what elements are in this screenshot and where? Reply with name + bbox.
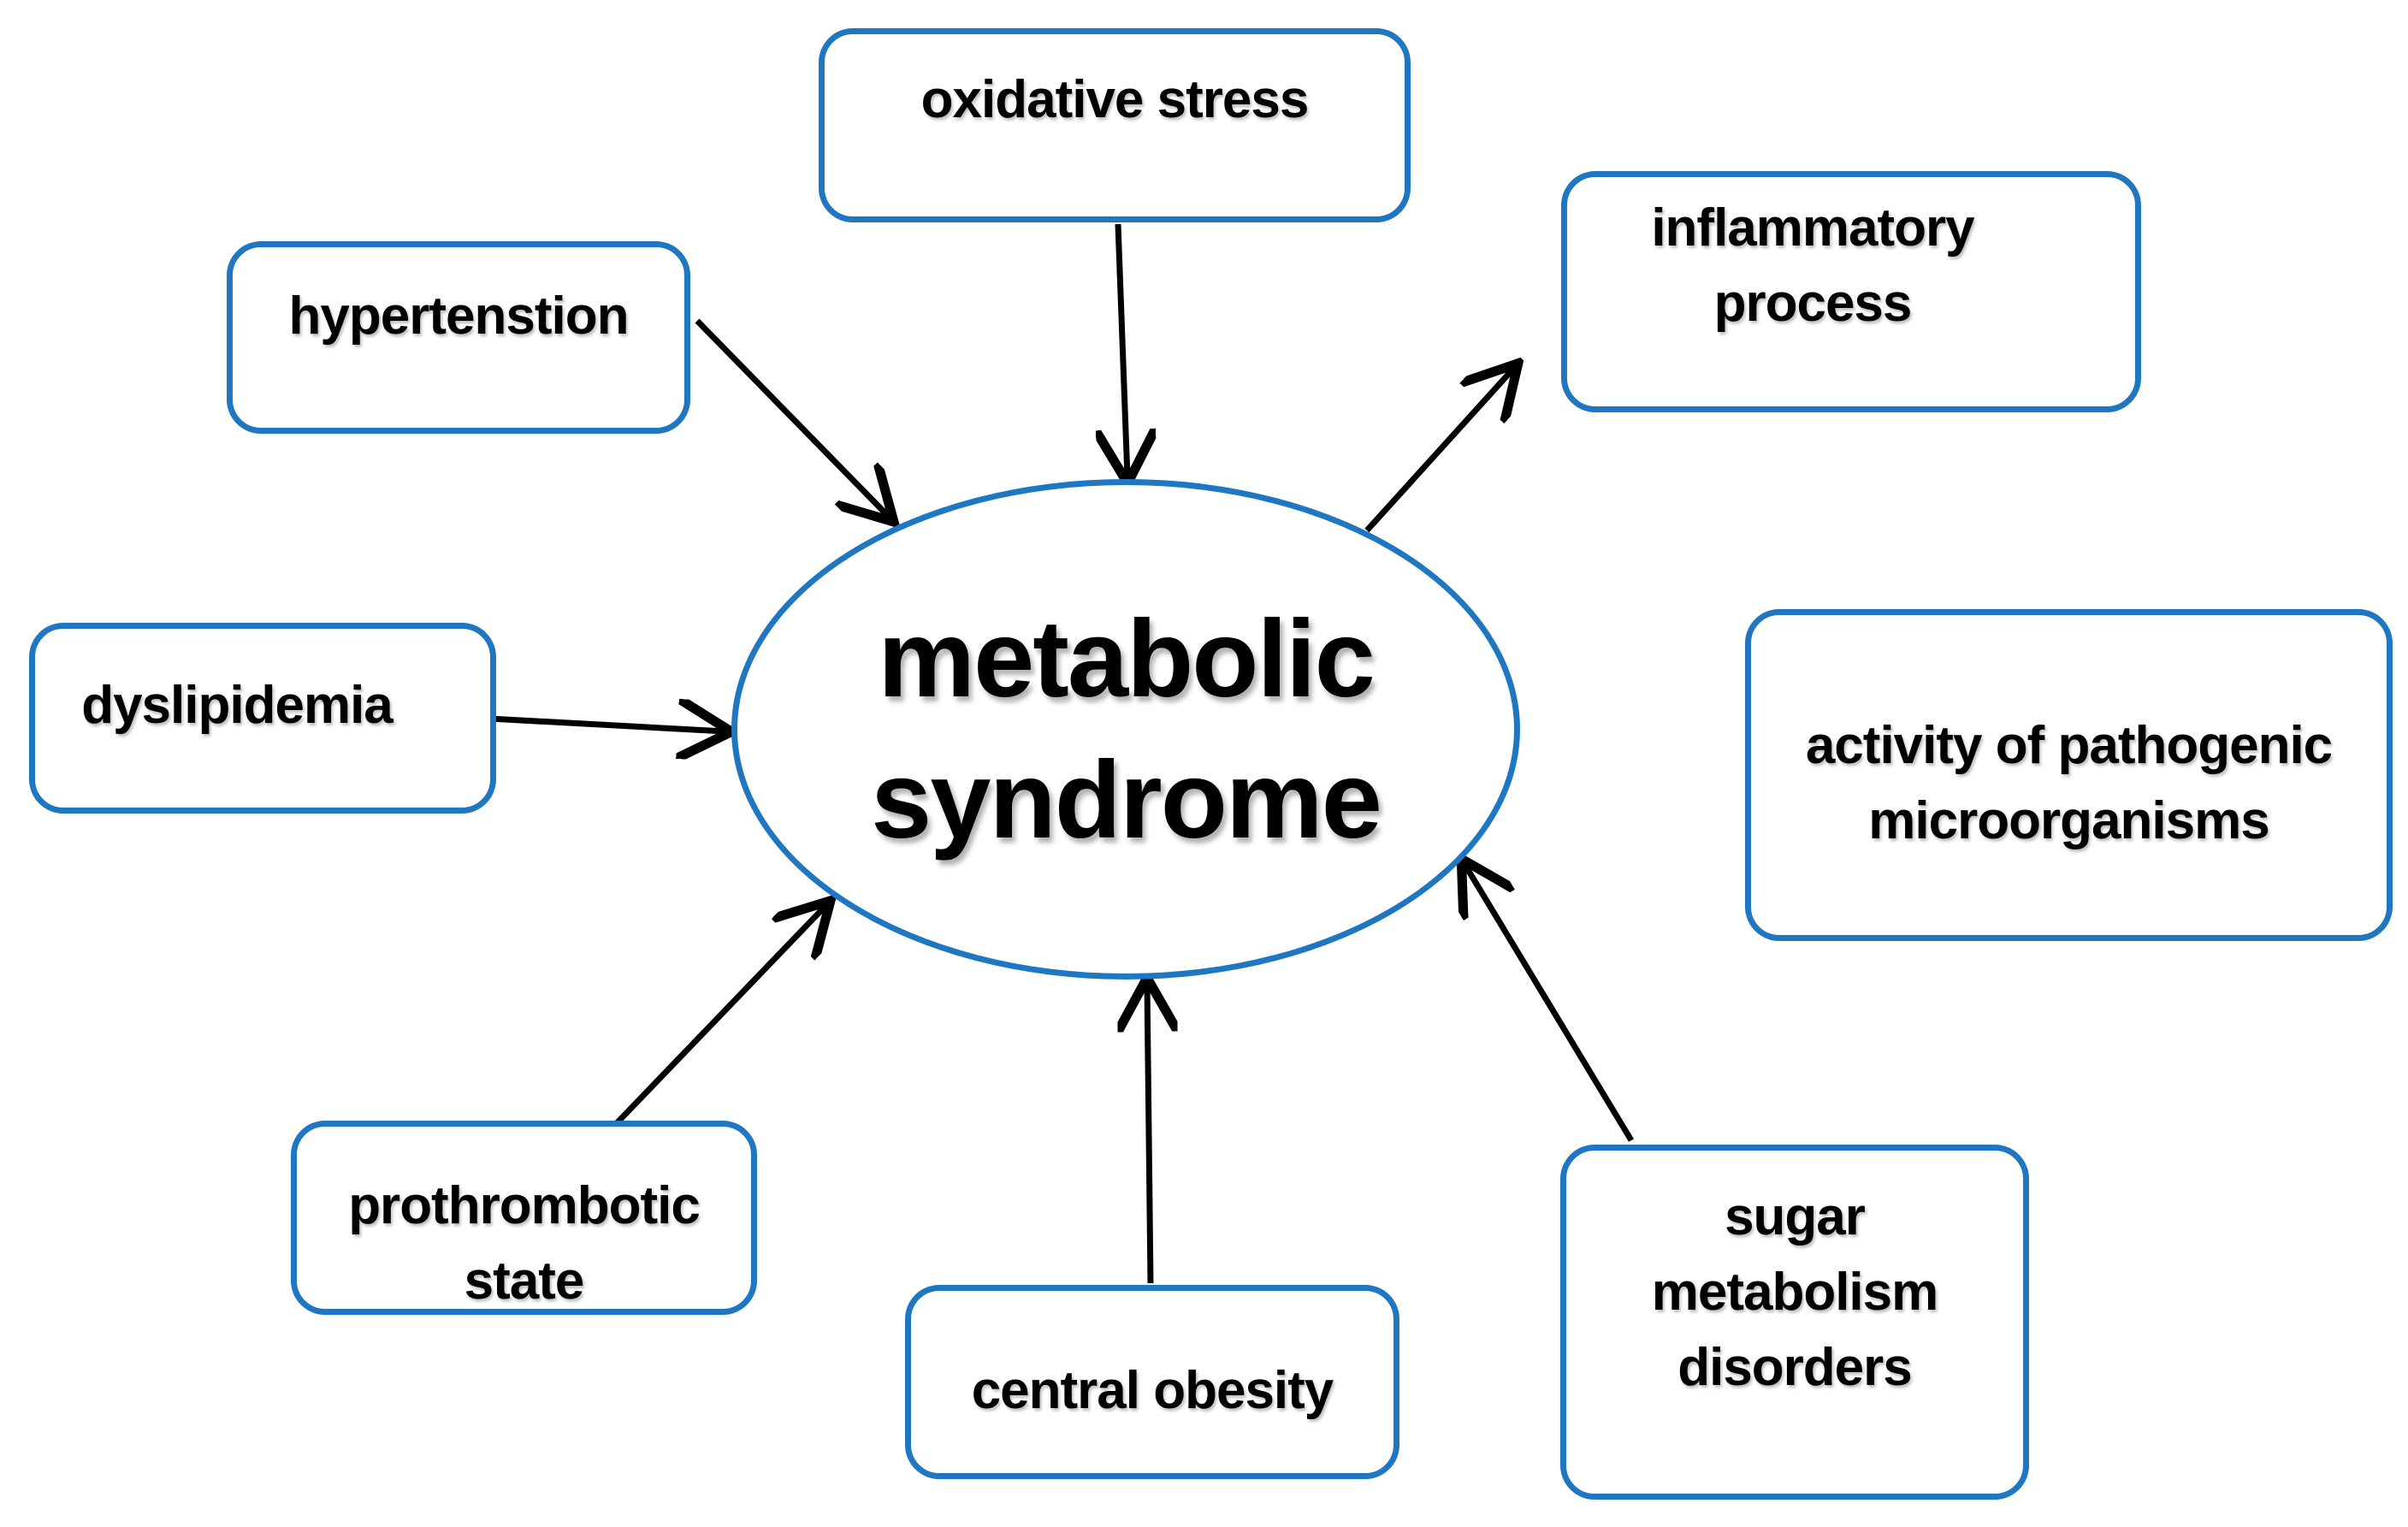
inflammatory-process-label-line-1: inflammatory: [1651, 198, 1974, 257]
oxidative-stress-label: oxidative stress: [920, 69, 1310, 129]
oxidative-stress-node: oxidative stress: [819, 28, 1411, 222]
sugar-metabolism-label-line-3: disorders: [1677, 1337, 1913, 1397]
pathogenic-microorganisms-label-line-1: activity of pathogenic: [1805, 716, 2333, 775]
hypertension-node: hypertenstion: [227, 241, 690, 434]
central-obesity-node: central obesity: [905, 1285, 1399, 1479]
pathogenic-microorganisms-label-line-2: microorganisms: [1868, 791, 2269, 850]
hypertension-label: hypertenstion: [288, 286, 630, 346]
dyslipidemia-label: dyslipidemia: [81, 675, 393, 735]
inflammatory-process-label-line-2: process: [1713, 274, 1913, 333]
prothrombotic-state-label-line-1: prothrombotic: [348, 1175, 701, 1235]
arrow-center-to-inflammatory-process: [1364, 368, 1514, 533]
central-obesity-label: central obesity: [971, 1360, 1334, 1420]
arrow-oxidative-stress-to-center: [1118, 223, 1127, 477]
prothrombotic-state-node: prothrombotic state: [291, 1121, 757, 1315]
prothrombotic-state-label-line-2: state: [464, 1251, 585, 1311]
arrow-hypertension-to-center: [695, 318, 890, 518]
sugar-metabolism-label-line-1: sugar: [1725, 1187, 1866, 1246]
sugar-metabolism-label-line-2: metabolism: [1651, 1262, 1939, 1322]
arrow-sugar-metabolism-to-center: [1464, 864, 1634, 1142]
center-label-line-2: syndrome: [871, 738, 1382, 861]
center-label-line-1: metabolic: [878, 597, 1375, 720]
arrow-dyslipidemia-to-center: [488, 719, 725, 731]
sugar-metabolism-node: sugar metabolism disorders: [1560, 1145, 2029, 1500]
arrow-central-obesity-to-center: [1147, 984, 1151, 1284]
dyslipidemia-node: dyslipidemia: [29, 623, 496, 814]
inflammatory-process-node: inflammatory process: [1561, 171, 2141, 412]
pathogenic-microorganisms-node: activity of pathogenic microorganisms: [1745, 609, 2393, 941]
arrow-prothrombotic-state-to-center: [612, 905, 826, 1128]
metabolic-syndrome-node: metabolic syndrome: [731, 479, 1520, 980]
